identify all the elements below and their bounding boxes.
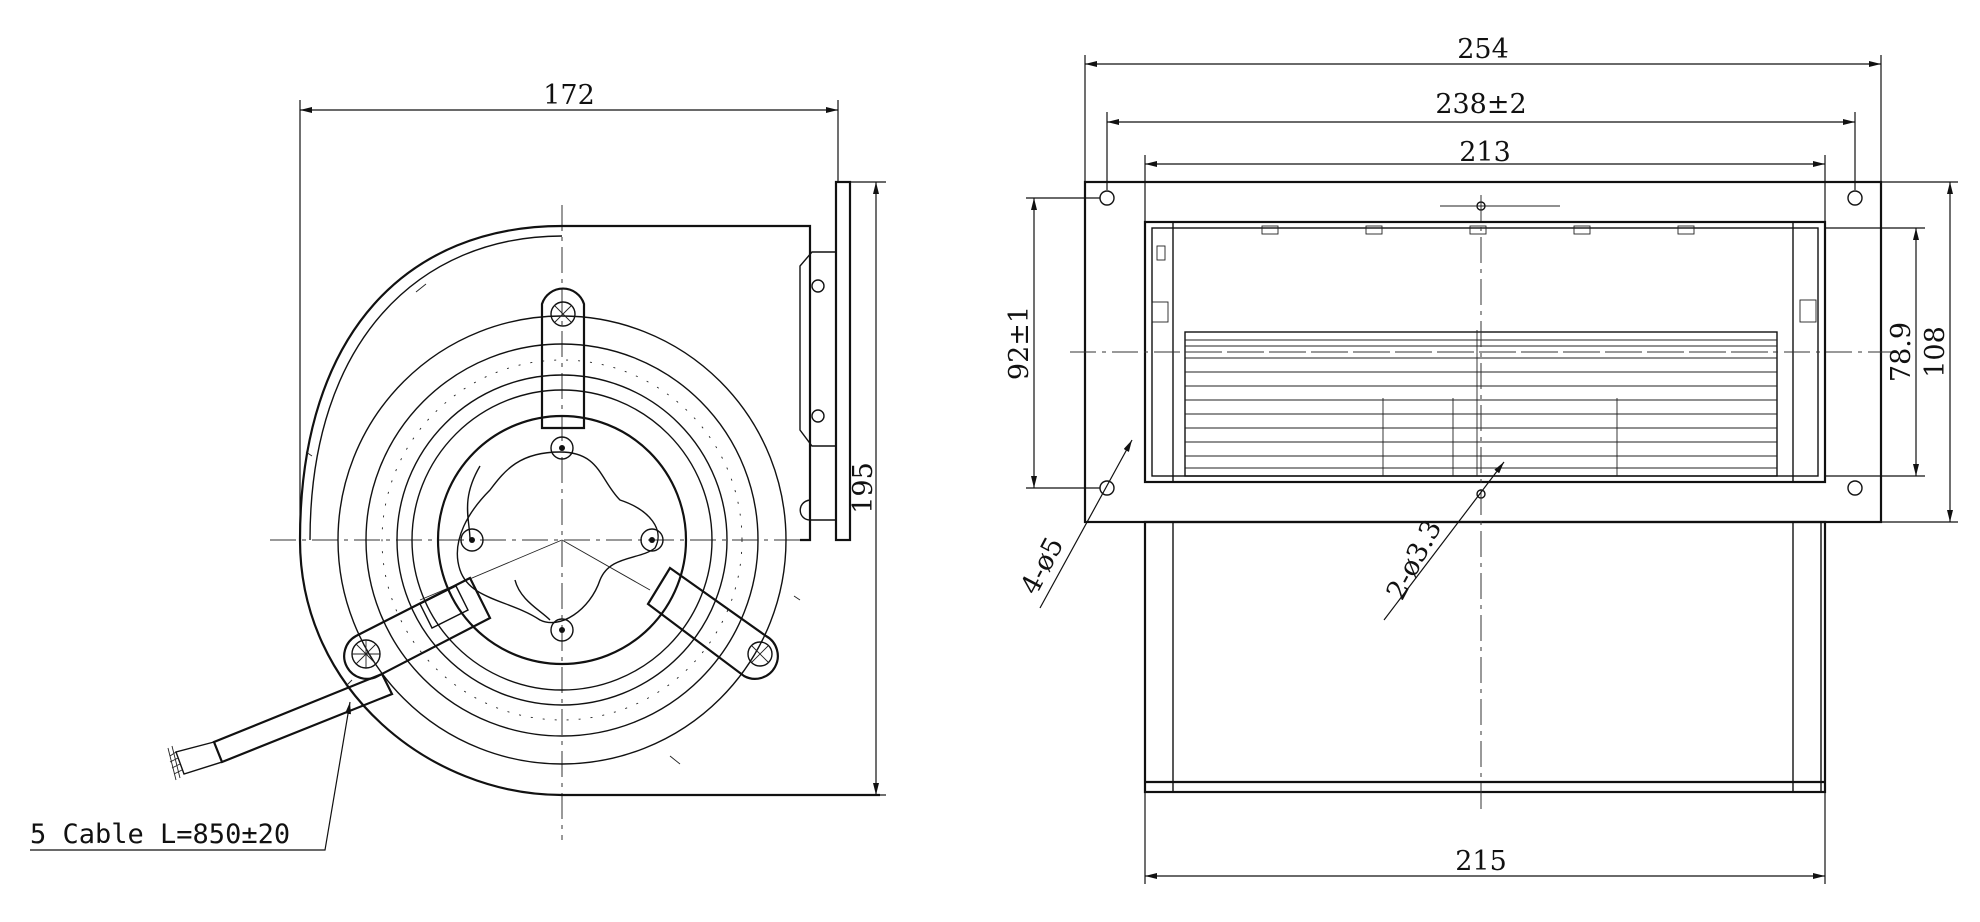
motor-hub [436,414,688,666]
cable-leader [30,701,351,851]
dim-238-label: 238±2 [1435,89,1526,120]
dim-172-label: 172 [543,80,595,111]
cable-bundle [212,672,394,764]
mount-screw-top [550,436,574,460]
mount-hole-bottom-left [1099,480,1115,496]
cable-sheath-end [175,741,223,775]
hole-2-leader [1383,461,1505,621]
hole-4-leader [1039,439,1133,609]
upper-support-arm [540,287,586,430]
cable-grommet [419,585,469,629]
housing-lip [799,499,836,521]
cable-clip-screw-cross [352,640,380,668]
dim-92-label: 92±1 [1004,306,1035,380]
motor-mount-plate [456,451,659,624]
scroll-housing-inner-line [309,235,563,541]
housing-edge-notches [305,283,801,765]
front-view: 254 238±2 213 215 92±1 78.9 108 4-ø [1004,34,1958,884]
lower-right-support-arm [646,566,779,680]
left-cap-slot [1156,245,1166,261]
lower-right-screw-cross [751,645,769,663]
mount-screw-right [640,528,664,552]
mount-hole-bottom-right [1847,480,1863,496]
mount-screw-left [460,528,484,552]
lower-housing-extension [1143,520,1827,794]
mount-hole-top-left [1099,190,1115,206]
scroll-housing-outline [298,224,880,797]
lower-right-screw [747,641,773,667]
mount-hole-top-right [1847,190,1863,206]
side-view: 5 Cable L=850±20 172 195 [30,80,886,851]
lower-housing-right-wall [1792,521,1822,793]
top-tabs [1261,225,1695,235]
hole-4-label: 4-ø5 [1015,532,1070,599]
dim-108-label: 108 [1920,326,1951,378]
impeller-ring-4 [411,389,713,691]
hole-2-label: 2-ø3.3 [1381,515,1449,605]
mount-screw-bottom [550,618,574,642]
bracket-hole-bottom [811,409,825,423]
dim-789-label: 78.9 [1886,322,1917,382]
left-cap-tab [1151,301,1169,323]
mount-link-lower-left [514,579,551,621]
right-cap-tab [1799,299,1817,323]
impeller-outer-ring [337,315,787,765]
dim-254-label: 254 [1457,34,1509,65]
mount-triangle-lines [419,539,651,601]
cable-conductors [167,745,183,781]
impeller-ring-2 [365,343,759,737]
cable-label: 5 Cable L=850±20 [30,819,290,850]
dim-215-label: 215 [1455,846,1507,877]
motor-bracket [799,251,836,447]
dim-213-label: 213 [1459,137,1511,168]
mount-link-upper-left [466,465,481,541]
upper-screw [550,301,576,327]
impeller-ring-3 [396,374,728,706]
dim-195-label: 195 [848,462,879,514]
blade-tick-circle [381,359,743,721]
lower-housing-left-wall [1144,521,1174,793]
upper-screw-cross [554,305,572,323]
bracket-hole-top [811,279,825,293]
outlet-flange [834,180,852,542]
